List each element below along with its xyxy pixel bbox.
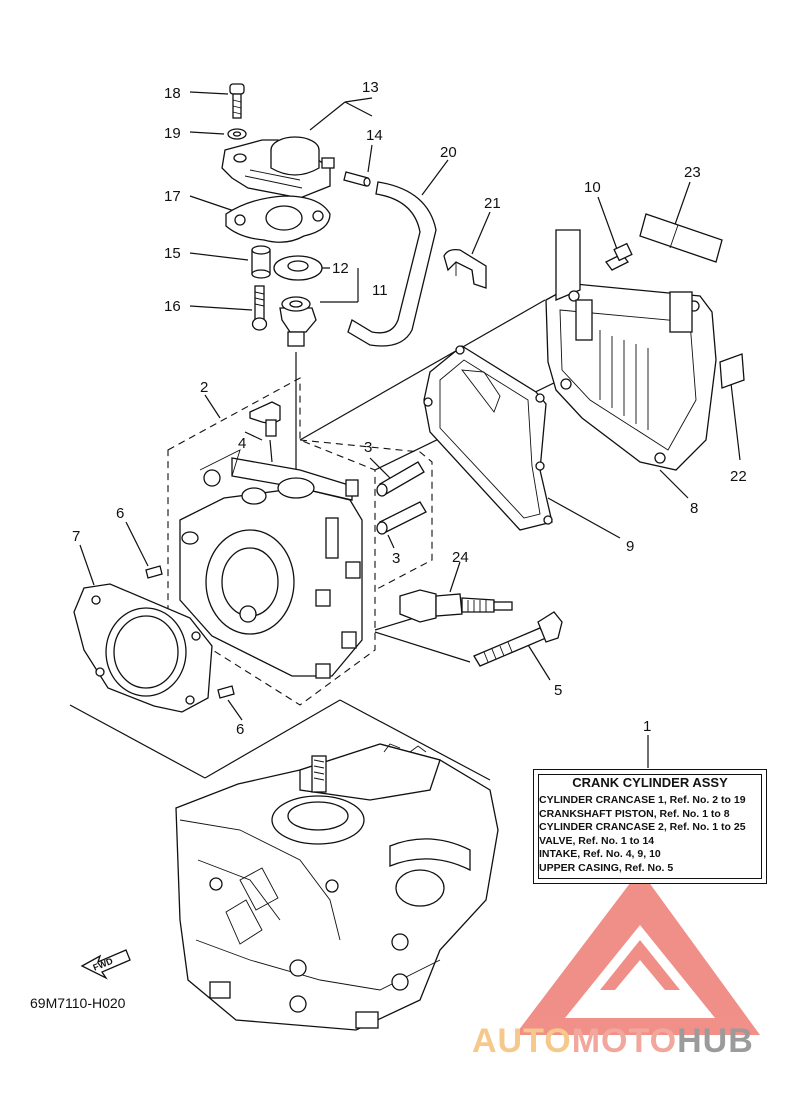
thermostat-11 [279,296,317,347]
callout-11: 11 [372,282,388,299]
callout-numbers: 18 19 13 14 20 17 21 10 23 15 12 11 16 2… [72,79,747,738]
watermark-part-hub: HUB [677,1022,754,1060]
info-line: INTAKE, Ref. No. 4, 9, 10 [539,848,661,860]
anode-3-lower [376,501,427,535]
washer-19 [227,128,247,140]
head-gasket-7 [73,583,213,713]
info-box-inner-frame [538,774,762,879]
dowel-pin-6-upper [145,565,163,579]
watermark-part-moto: MOTO [571,1022,678,1060]
bolt-10 [605,242,633,271]
clip-21 [443,248,487,289]
watermark-logo-triangle [515,870,760,1035]
callout-19: 19 [164,125,181,142]
watermark-part-auto: AUTO [472,1022,572,1060]
crankcase-upper-casing [175,743,499,1031]
callout-21: 21 [484,195,501,212]
anode-3-upper [376,461,425,497]
dowel-pin-6-lower [217,685,235,699]
callout-13: 13 [362,79,379,96]
callout-4: 4 [238,435,246,452]
spark-plug-24 [399,589,513,623]
valve-cover-gasket-9 [423,345,553,531]
pin-14 [343,171,371,187]
bolt-5 [473,611,563,667]
bolt-18 [229,83,245,119]
callout-14: 14 [366,127,383,144]
info-line: CYLINDER CRANCASE 1, Ref. No. 2 to 19 [539,794,746,806]
callout-5: 5 [554,682,562,699]
info-line: CYLINDER CRANCASE 2, Ref. No. 1 to 25 [539,821,746,833]
grommet-12 [273,255,323,281]
thermostat-cover-13 [221,136,335,199]
info-box-title: CRANK CYLINDER ASSY [572,775,728,790]
callout-2: 2 [200,379,208,396]
watermark-text: AUTOMOTOHUB [472,1022,754,1061]
callout-10: 10 [584,179,601,196]
callout-17: 17 [164,188,181,205]
leader-lines [69,91,741,781]
diagram-code: 69M7110-H020 [30,995,126,1011]
gasket-17 [225,195,331,243]
callout-6-lower: 6 [236,721,244,738]
callout-22: 22 [730,468,747,485]
callout-3-lower: 3 [392,550,400,567]
callout-23: 23 [684,164,701,181]
hose-20 [347,181,437,347]
callout-3-upper: 3 [364,439,372,456]
bolt-16 [251,285,268,331]
label-22 [719,353,745,389]
callout-6-upper: 6 [116,505,124,522]
callout-20: 20 [440,144,457,161]
callout-8: 8 [690,500,698,517]
fitting-4 [249,401,281,437]
assembly-info-box: CRANK CYLINDER ASSY CYLINDER CRANCASE 1,… [533,769,767,884]
info-line: UPPER CASING, Ref. No. 5 [539,861,674,874]
valve-cover-8 [545,229,717,471]
valve-subassembly-outline [299,439,433,591]
info-line: CRANKSHAFT PISTON, Ref. No. 1 to 8 [539,807,730,820]
callout-15: 15 [164,245,181,262]
collar-15 [251,245,271,279]
callout-24: 24 [452,549,469,566]
callout-18: 18 [164,85,181,102]
callout-16: 16 [164,298,181,315]
info-box-lines: CYLINDER CRANCASE 1, Ref. No. 2 to 19 CR… [539,794,746,875]
callout-1: 1 [643,718,651,735]
callout-12: 12 [332,260,349,277]
forward-arrow-icon: FWD [80,949,131,980]
label-23 [639,213,723,263]
info-line: VALVE, Ref. No. 1 to 14 [539,834,655,847]
cylinder-head-2 [179,449,363,679]
callout-7: 7 [72,528,80,545]
callout-9: 9 [626,538,634,555]
